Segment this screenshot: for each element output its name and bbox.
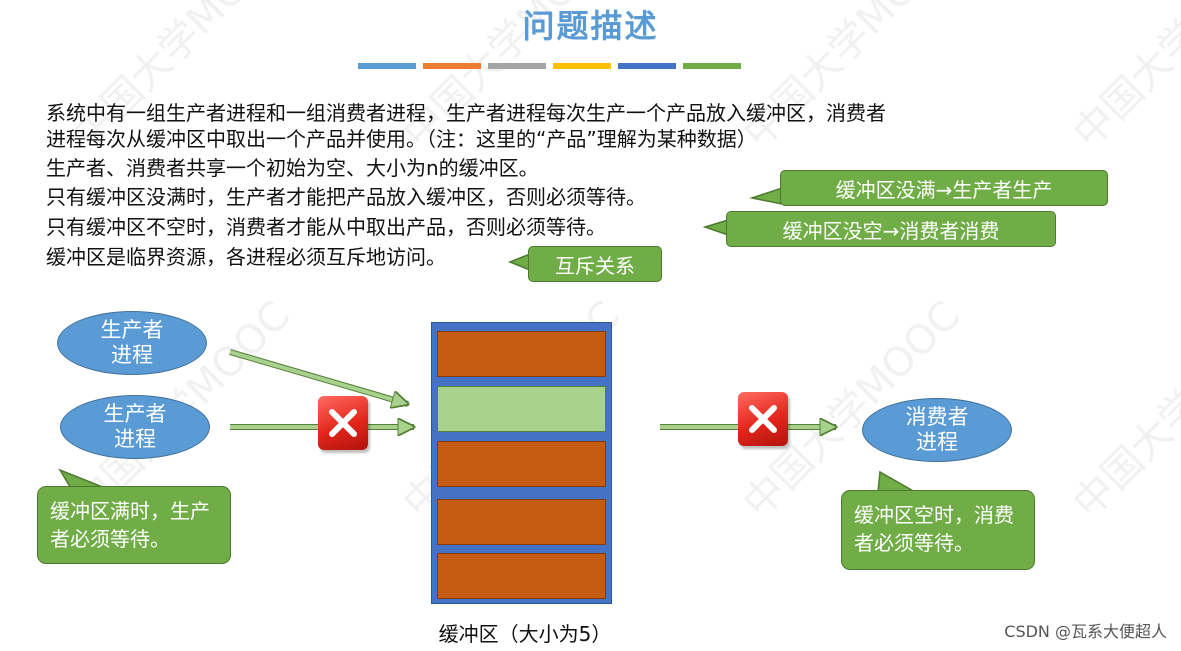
buffer-slot [437,441,606,487]
blocked-x-icon [738,392,788,446]
problem-text-line: 只有缓冲区没满时，生产者才能把产品放入缓冲区，否则必须等待。 [46,185,646,209]
callout-not-full: 缓冲区没满→生产者生产 [780,170,1108,206]
color-bar-segment [423,63,481,69]
color-bar-segment [488,63,546,69]
color-bar-segment [553,63,611,69]
color-bar-segment [618,63,676,69]
producer-label: 进程 [114,427,156,451]
consumer-process: 消费者 进程 [862,398,1012,462]
producer-process-1: 生产者 进程 [57,311,207,375]
buffer [431,322,612,604]
buffer-slot [437,499,606,545]
producer-label: 进程 [111,343,153,367]
callout-producer-wait: 缓冲区满时，生产者必须等待。 [37,486,231,564]
blocked-x-icon [318,396,368,450]
callout-consumer-wait: 缓冲区空时，消费者必须等待。 [841,490,1035,570]
consumer-label: 进程 [916,430,958,454]
callout-mutex: 互斥关系 [528,246,662,282]
callout-not-empty: 缓冲区没空→消费者消费 [726,211,1056,247]
buffer-slot [437,553,606,599]
footer-credit: CSDN @瓦系大便超人 [1004,622,1167,641]
color-bar-segment [358,63,416,69]
producer-label: 生产者 [100,318,164,342]
page-title: 问题描述 [522,7,659,45]
problem-text-line: 缓冲区是临界资源，各进程必须互斥地访问。 [46,245,446,269]
color-bar-segment [683,63,741,69]
buffer-slot [437,386,606,432]
buffer-caption: 缓冲区（大小为5） [438,622,612,646]
problem-text-line: 只有缓冲区不空时，消费者才能从中取出产品，否则必须等待。 [46,215,606,239]
producer-process-2: 生产者 进程 [60,395,210,459]
buffer-slot [437,331,606,377]
problem-text-line: 生产者、消费者共享一个初始为空、大小为n的缓冲区。 [46,156,539,180]
producer-label: 生产者 [103,402,167,426]
consumer-label: 消费者 [905,405,969,429]
problem-text-line: 进程每次从缓冲区中取出一个产品并使用。（注：这里的“产品”理解为某种数据） [46,127,757,151]
problem-text-line: 系统中有一组生产者进程和一组消费者进程，生产者进程每次生产一个产品放入缓冲区，消… [46,101,886,125]
